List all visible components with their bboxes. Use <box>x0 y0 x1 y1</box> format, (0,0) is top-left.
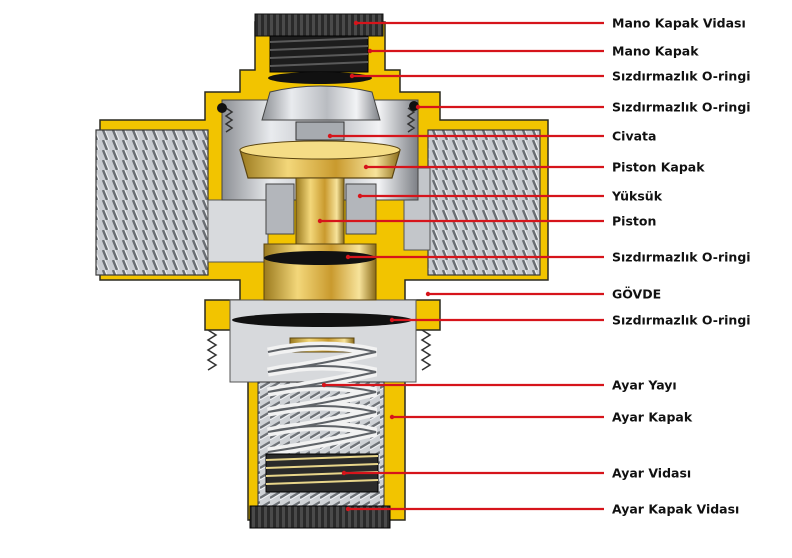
dome-cap <box>261 85 381 121</box>
callout-label: Civata <box>612 129 656 144</box>
callout-ayar-yayi: Ayar Yayı <box>321 378 677 393</box>
leader-dot <box>415 104 421 110</box>
callout-label: Ayar Vidası <box>612 466 691 481</box>
side-spring-left <box>206 329 218 371</box>
callout-label: GÖVDE <box>612 287 661 302</box>
callout-mano-kapak: Mano Kapak <box>367 44 699 59</box>
callout-sizdirmazlik-oringi-1: Sızdırmazlık O-ringi <box>349 69 751 84</box>
o-ring-piston <box>264 251 376 265</box>
callout-label: Sızdırmazlık O-ringi <box>612 100 751 115</box>
o-ring-top <box>268 72 372 84</box>
callout-ayar-kapak-vidasi: Ayar Kapak Vidası <box>345 502 739 517</box>
valve-illustration <box>95 13 549 529</box>
callout-yuksuk: Yüksük <box>357 189 663 204</box>
leader-dot <box>349 73 355 79</box>
yuksuk-part-left <box>265 183 295 235</box>
leader-dot <box>425 291 431 297</box>
ayar-yayi-part <box>267 341 377 457</box>
leader-dot <box>341 470 347 476</box>
callout-label: Mano Kapak Vidası <box>612 16 746 31</box>
yuksuk-part <box>345 183 377 235</box>
callout-label: Mano Kapak <box>612 44 699 59</box>
callout-label: Yüksük <box>611 189 663 204</box>
small-spring-left <box>224 107 234 133</box>
left-port <box>95 129 209 276</box>
left-port-inner <box>207 199 269 263</box>
leader-dot <box>389 317 395 323</box>
o-ring-left-small <box>217 103 227 113</box>
piston-kapak-top <box>239 140 401 160</box>
leader-dot <box>317 218 323 224</box>
callout-ayar-kapak: Ayar Kapak <box>389 410 693 425</box>
callout-civata: Civata <box>327 129 656 144</box>
callout-label: Sızdırmazlık O-ringi <box>612 250 751 265</box>
piston-stem <box>295 177 345 245</box>
small-spring-right <box>406 107 416 133</box>
callout-sizdirmazlik-oringi-4: Sızdırmazlık O-ringi <box>389 313 751 328</box>
mano-kapak-vidasi-part <box>254 13 384 37</box>
callout-label: Ayar Yayı <box>612 378 677 393</box>
callout-label: Sızdırmazlık O-ringi <box>612 69 751 84</box>
leader-dot <box>345 506 351 512</box>
ayar-kapak-vidasi-part <box>249 505 391 529</box>
leader-dot <box>389 414 395 420</box>
ayar-vidasi-threads <box>265 455 379 485</box>
o-ring-lower <box>232 313 412 327</box>
callout-piston-kapak: Piston Kapak <box>363 160 705 175</box>
callout-label: Piston <box>612 214 656 229</box>
civata-part <box>295 121 345 141</box>
leader-dot <box>367 48 373 54</box>
leader-dot <box>327 133 333 139</box>
callout-piston: Piston <box>317 214 656 229</box>
callout-label: Sızdırmazlık O-ringi <box>612 313 751 328</box>
callout-mano-kapak-vidasi: Mano Kapak Vidası <box>353 16 746 31</box>
leader-dot <box>357 193 363 199</box>
callout-label: Ayar Kapak <box>612 410 693 425</box>
callout-sizdirmazlik-oringi-3: Sızdırmazlık O-ringi <box>345 250 751 265</box>
side-spring-right <box>420 329 432 371</box>
leader-dot <box>345 254 351 260</box>
right-port <box>427 129 541 276</box>
leader-dot <box>363 164 369 170</box>
callout-label: Piston Kapak <box>612 160 705 175</box>
callout-sizdirmazlik-oringi-2: Sızdırmazlık O-ringi <box>415 100 751 115</box>
callout-govde: GÖVDE <box>425 287 661 302</box>
mano-kapak-thread-lines <box>269 37 369 67</box>
leader-dot <box>353 20 359 26</box>
callout-ayar-vidasi: Ayar Vidası <box>341 466 691 481</box>
callout-label: Ayar Kapak Vidası <box>612 502 739 517</box>
leader-dot <box>321 382 327 388</box>
